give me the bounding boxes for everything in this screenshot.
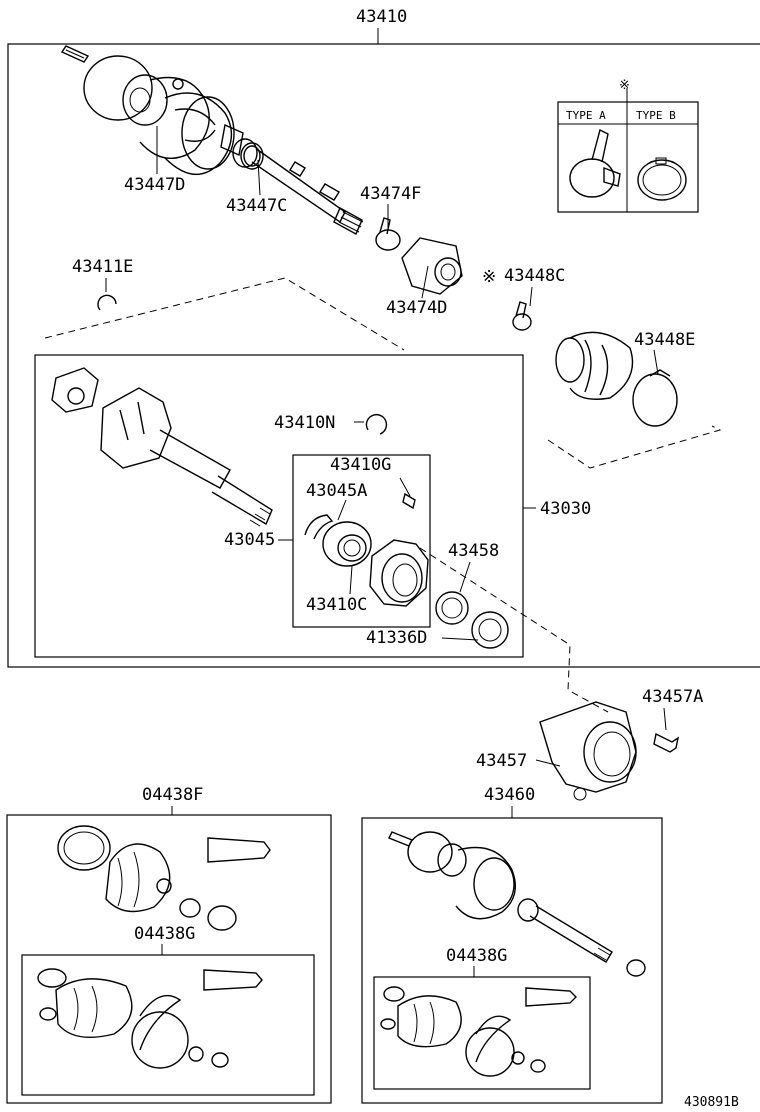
label-43045A: 43045A (306, 481, 367, 501)
bearing-bracket-43457 (539, 701, 637, 801)
clamp-type-b-icon (637, 159, 687, 201)
bearing-subbox (292, 454, 431, 628)
label-41336D: 41336D (366, 628, 427, 648)
boot-kit-box-left (6, 814, 332, 1104)
main-assembly-box (7, 43, 760, 668)
label-43447C: 43447C (226, 196, 287, 216)
damper-43474D (401, 237, 463, 295)
legend-mark: ※ (619, 78, 630, 93)
legend-type-a: TYPE A (566, 109, 606, 122)
label-43457: 43457 (476, 751, 527, 771)
boot-kit-subbox-right (373, 976, 591, 1090)
label-04438F: 04438F (142, 785, 203, 805)
drive-shaft-43460-parts (388, 831, 646, 977)
label-04438G-right: 04438G (446, 946, 507, 966)
bearing-43410C (304, 514, 372, 567)
label-43030: 43030 (540, 499, 591, 519)
boot-clamp-43447C (240, 142, 264, 170)
label-43457A: 43457A (642, 687, 703, 707)
clamp-43448C (512, 301, 532, 331)
label-43410G: 43410G (330, 455, 391, 475)
label-43411E: 43411E (72, 257, 133, 277)
boot-kit-subbox-left (21, 954, 315, 1096)
label-43474F: 43474F (360, 184, 421, 204)
label-43448E: 43448E (634, 330, 695, 350)
label-43410: 43410 (356, 7, 407, 27)
clamp-43474F (375, 217, 401, 251)
clamp-type-a-icon (569, 158, 615, 198)
boot-kit-04438G-right-parts (380, 986, 577, 1077)
clamp-type-legend: ※ TYPE A TYPE B (557, 78, 699, 213)
bolt-43457A (653, 732, 680, 753)
seal-43458 (435, 591, 469, 625)
label-43458: 43458 (448, 541, 499, 561)
diagram-id: 430891B (684, 1095, 739, 1110)
pin-43410G (402, 492, 416, 510)
bearing-housing (369, 539, 429, 607)
label-43460: 43460 (484, 785, 535, 805)
label-43448C: 43448C (504, 266, 565, 286)
inboard-joint (51, 367, 273, 527)
boot-kit-04438F-parts (57, 825, 271, 931)
legend-type-b: TYPE B (636, 109, 676, 122)
label-43410C: 43410C (306, 595, 367, 615)
boot-43448E (555, 331, 678, 427)
inboard-joint-box (34, 354, 524, 658)
boot-kit-04438G-left-parts (37, 968, 263, 1069)
outboard-joint-shaft (60, 45, 364, 235)
asterisk-43448C: ※ (482, 267, 496, 287)
snap-ring-43410N (365, 413, 388, 435)
snap-ring-43411E (97, 294, 117, 311)
label-43447D: 43447D (124, 175, 185, 195)
label-43045: 43045 (224, 530, 275, 550)
seal-41336D (471, 611, 509, 649)
label-43474D: 43474D (386, 298, 447, 318)
label-43410N: 43410N (274, 413, 335, 433)
label-04438G-left: 04438G (134, 924, 195, 944)
